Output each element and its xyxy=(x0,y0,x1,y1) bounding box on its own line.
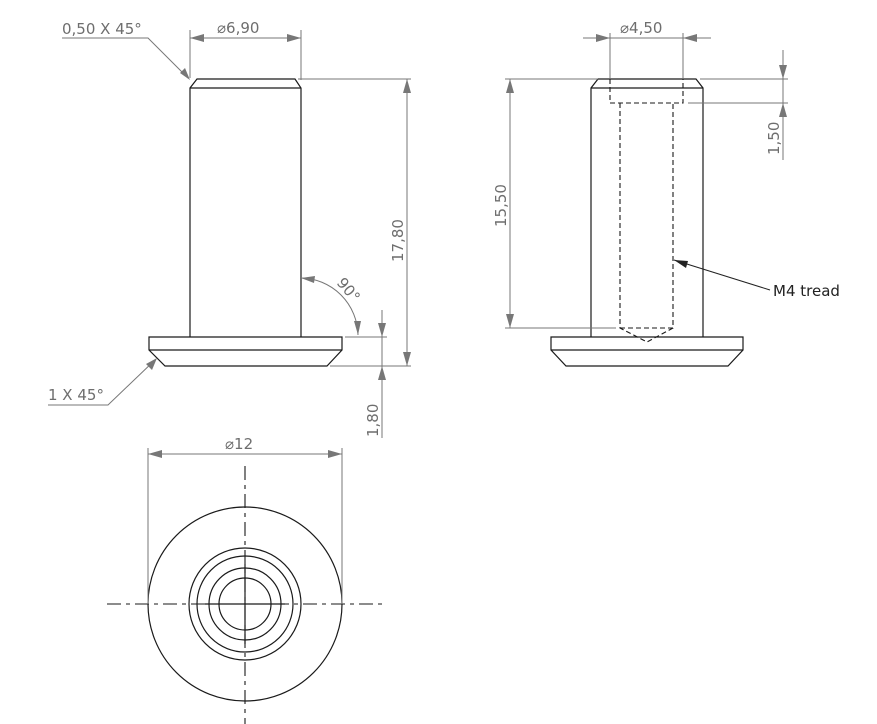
thread-callout: M4 tread xyxy=(773,282,840,300)
thread-depth-label: 15,50 xyxy=(492,184,510,227)
counterbore-hidden xyxy=(609,79,684,104)
flange-chamfer-label: 1 X 45° xyxy=(48,386,104,404)
angle-label: 90° xyxy=(333,274,364,306)
counterbore-diameter-label: ⌀4,50 xyxy=(620,19,662,37)
front-view xyxy=(148,78,343,367)
flange-outline xyxy=(148,336,343,367)
front-view-dimensions: 0,50 X 45° ⌀6,90 17,80 90° 1 X 45° 1,80 xyxy=(48,19,411,438)
overall-height-label: 17,80 xyxy=(389,219,407,262)
flange-thickness-label: 1,80 xyxy=(364,404,382,437)
flange-outline xyxy=(550,336,744,367)
flange-diameter-label: ⌀12 xyxy=(225,435,253,453)
shaft-outline xyxy=(189,78,302,337)
shaft-outline xyxy=(590,78,704,337)
side-view xyxy=(550,78,744,367)
shaft-diameter-label: ⌀6,90 xyxy=(217,19,259,37)
thread-hidden xyxy=(619,103,674,343)
side-view-dimensions: ⌀4,50 1,50 15,50 M4 tread xyxy=(492,19,840,329)
chamfer-top-label: 0,50 X 45° xyxy=(62,20,142,38)
bottom-view: ⌀12 xyxy=(107,435,383,724)
counterbore-depth-label: 1,50 xyxy=(765,122,783,155)
